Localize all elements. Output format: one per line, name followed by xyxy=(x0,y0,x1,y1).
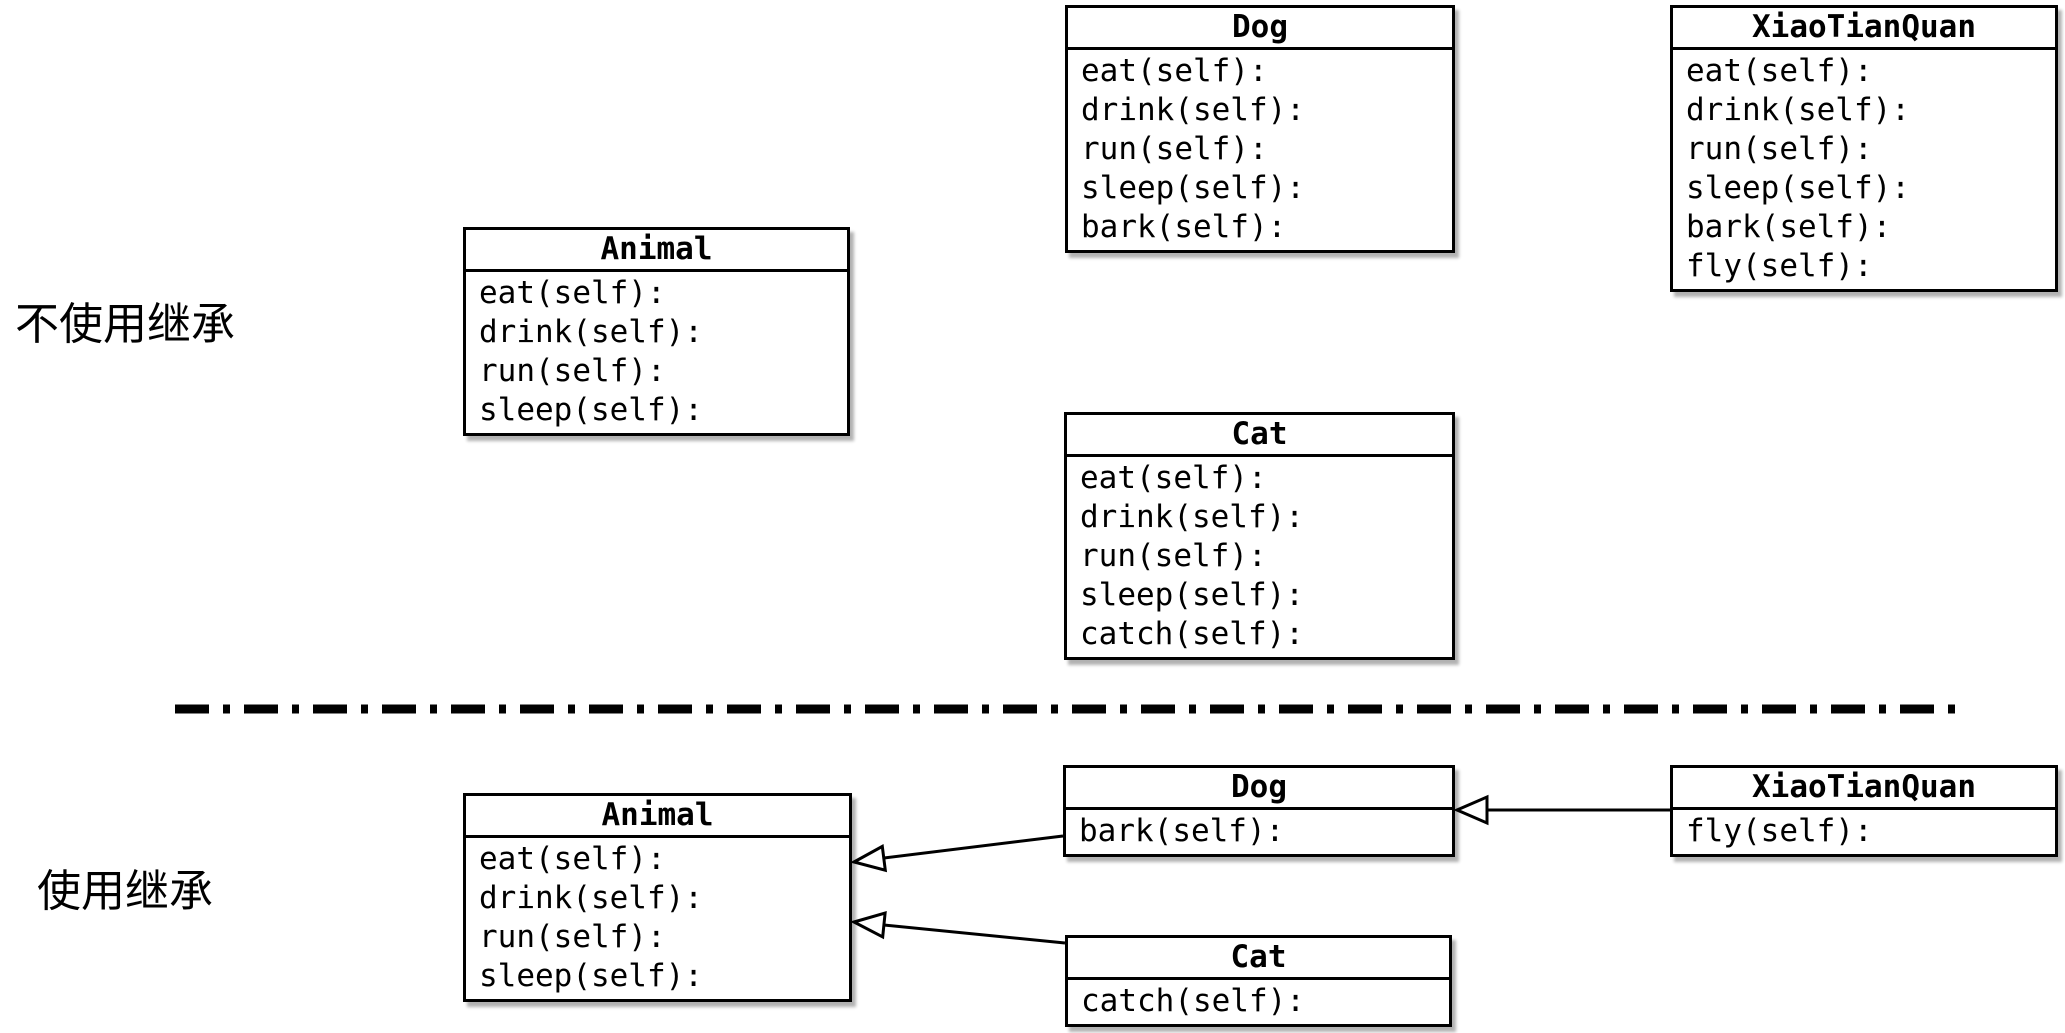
method-row: run(self): xyxy=(1686,131,1873,167)
method-row: eat(self): xyxy=(479,841,666,877)
method-row: catch(self): xyxy=(1081,983,1305,1019)
inheritance-arrow-xiaotianquan-dog xyxy=(1453,794,1670,826)
method-row: drink(self): xyxy=(479,880,703,916)
hollow-triangle-arrowhead xyxy=(1453,794,1489,826)
method-row: run(self): xyxy=(1080,538,1267,574)
method-row: eat(self): xyxy=(1081,53,1268,89)
class-box-animal-bottom: Animal eat(self): drink(self): run(self)… xyxy=(463,793,852,1002)
class-methods: catch(self): xyxy=(1068,980,1449,1024)
method-row: run(self): xyxy=(1081,131,1268,167)
class-box-xiaotianquan-bottom: XiaoTianQuan fly(self): xyxy=(1670,765,2058,857)
hollow-triangle-arrowhead xyxy=(849,911,887,940)
method-row: drink(self): xyxy=(1080,499,1304,535)
class-box-dog-bottom: Dog bark(self): xyxy=(1063,765,1455,857)
method-row: drink(self): xyxy=(1686,92,1910,128)
class-title: Animal xyxy=(466,796,849,838)
method-row: sleep(self): xyxy=(479,958,703,994)
method-row: eat(self): xyxy=(1686,53,1873,89)
section-label-no-inheritance: 不使用继承 xyxy=(15,299,235,350)
class-box-xiaotianquan-top: XiaoTianQuan eat(self): drink(self): run… xyxy=(1670,5,2058,292)
method-row: bark(self): xyxy=(1686,209,1892,245)
class-title: Dog xyxy=(1066,768,1452,810)
inheritance-arrow-dog-animal xyxy=(849,834,1064,873)
method-row: drink(self): xyxy=(1081,92,1305,128)
class-methods: fly(self): xyxy=(1673,810,2055,854)
class-title: XiaoTianQuan xyxy=(1673,8,2055,50)
method-row: sleep(self): xyxy=(479,392,703,428)
method-row: eat(self): xyxy=(479,275,666,311)
method-row: eat(self): xyxy=(1080,460,1267,496)
class-title: Cat xyxy=(1067,415,1452,457)
class-box-cat-bottom: Cat catch(self): xyxy=(1065,935,1452,1027)
inheritance-arrow-cat-animal xyxy=(849,911,1066,945)
class-title: XiaoTianQuan xyxy=(1673,768,2055,810)
method-row: fly(self): xyxy=(1686,813,1873,849)
class-title: Cat xyxy=(1068,938,1449,980)
method-row: drink(self): xyxy=(479,314,703,350)
method-row: sleep(self): xyxy=(1081,170,1305,206)
class-box-cat-top: Cat eat(self): drink(self): run(self): s… xyxy=(1064,412,1455,660)
class-methods: eat(self): drink(self): run(self): sleep… xyxy=(1068,50,1452,250)
class-methods: eat(self): drink(self): run(self): sleep… xyxy=(466,272,847,433)
class-methods: eat(self): drink(self): run(self): sleep… xyxy=(1067,457,1452,657)
class-methods: bark(self): xyxy=(1066,810,1452,854)
method-row: catch(self): xyxy=(1080,616,1304,652)
method-row: fly(self): xyxy=(1686,248,1873,284)
method-row: run(self): xyxy=(479,919,666,955)
method-row: run(self): xyxy=(479,353,666,389)
class-title: Animal xyxy=(466,230,847,272)
class-methods: eat(self): drink(self): run(self): sleep… xyxy=(466,838,849,999)
hollow-triangle-arrowhead xyxy=(849,844,888,873)
method-row: sleep(self): xyxy=(1080,577,1304,613)
class-title: Dog xyxy=(1068,8,1452,50)
method-row: bark(self): xyxy=(1079,813,1285,849)
method-row: sleep(self): xyxy=(1686,170,1910,206)
class-methods: eat(self): drink(self): run(self): sleep… xyxy=(1673,50,2055,289)
class-box-dog-top: Dog eat(self): drink(self): run(self): s… xyxy=(1065,5,1455,253)
method-row: bark(self): xyxy=(1081,209,1287,245)
class-box-animal-top: Animal eat(self): drink(self): run(self)… xyxy=(463,227,850,436)
section-label-with-inheritance: 使用继承 xyxy=(37,866,213,917)
